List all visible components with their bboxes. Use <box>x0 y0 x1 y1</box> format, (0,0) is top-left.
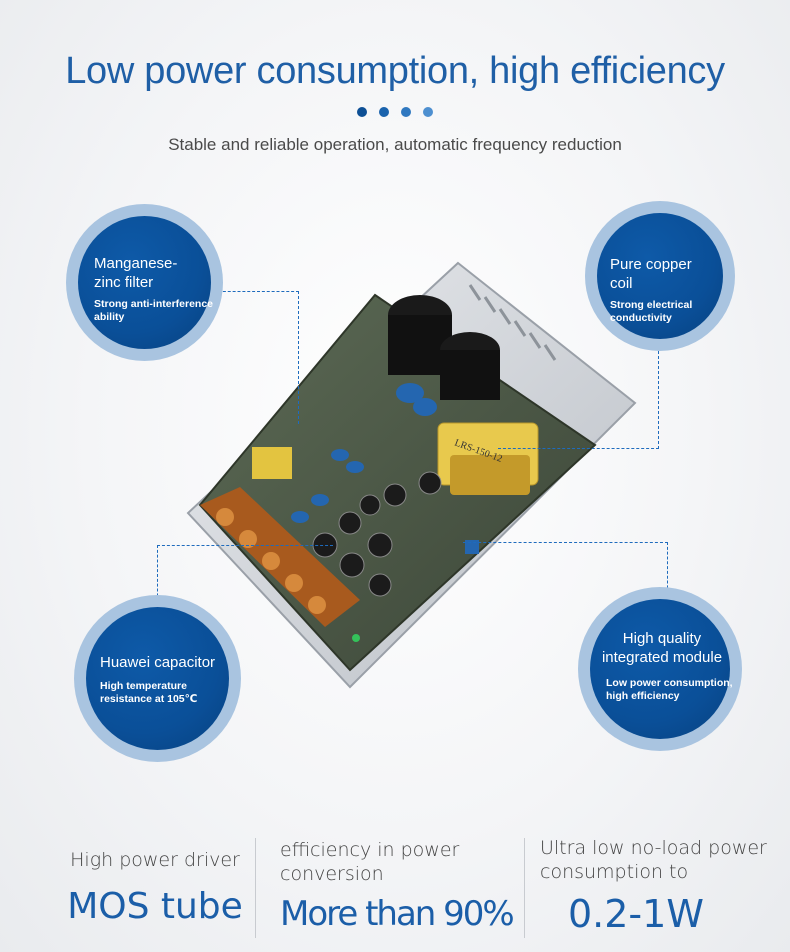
divider <box>524 838 525 938</box>
feature-desc: Strong electrical conductivity <box>610 299 693 324</box>
spec-label: High power driver <box>70 849 240 871</box>
spec-efficiency: efficiency in power conversion More than… <box>280 830 520 940</box>
spec-mos-tube: High power driver MOS tube <box>60 830 250 940</box>
feature-integrated-module: High quality integrated module Low power… <box>578 587 742 751</box>
connector-coil <box>498 341 659 449</box>
connector-capacitor <box>157 545 333 606</box>
feature-desc: Strong anti-interference ability <box>94 298 214 323</box>
spec-value: More than 90% <box>280 894 515 934</box>
connector-module <box>463 542 668 598</box>
spec-no-load-power: Ultra low no-load power consumption to 0… <box>540 830 780 940</box>
terminal-block <box>200 487 360 627</box>
spec-strip: High power driver MOS tube efficiency in… <box>0 830 790 940</box>
spec-value: 0.2-1W <box>568 892 704 936</box>
feature-title: Pure copper coil <box>610 256 692 292</box>
feature-huawei-capacitor: Huawei capacitor High temperature resist… <box>74 595 241 762</box>
decorative-dots <box>357 107 433 117</box>
dot-4 <box>423 107 433 117</box>
page-subtitle: Stable and reliable operation, automatic… <box>168 135 622 154</box>
dot-2 <box>379 107 389 117</box>
feature-desc: High temperature resistance at 105℃ <box>100 680 198 705</box>
feature-manganese-zinc-filter: Manganese-zinc filter Strong anti-interf… <box>66 204 223 361</box>
feature-title: High quality integrated module <box>601 630 723 666</box>
page-title: Low power consumption, high efficiency <box>65 50 725 92</box>
spec-value: MOS tube <box>67 886 243 927</box>
dot-3 <box>401 107 411 117</box>
spec-label: Ultra low no-load power consumption to <box>540 837 767 883</box>
feature-desc: Low power consumption, high efficiency <box>606 677 733 702</box>
transformer: LRS-150-12 <box>437 422 539 495</box>
dot-1 <box>357 107 367 117</box>
feature-title: Huawei capacitor <box>100 654 216 671</box>
feature-title: Manganese-zinc filter <box>94 255 178 291</box>
divider <box>255 838 256 938</box>
spec-label: efficiency in power conversion <box>280 839 460 885</box>
feature-pure-copper-coil: Pure copper coil Strong electrical condu… <box>585 201 735 351</box>
connector-filter <box>218 291 299 424</box>
